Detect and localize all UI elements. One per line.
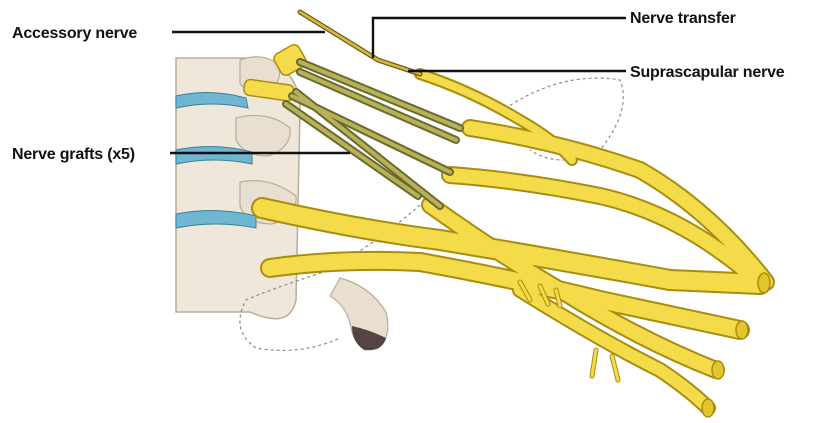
label-nerve-transfer: Nerve transfer [373, 10, 736, 58]
label-accessory-nerve: Accessory nerve [12, 25, 325, 42]
nerve-transfer-leader [373, 18, 626, 58]
accessory-nerve-strand [300, 12, 420, 74]
nerve-transfer-label: Nerve transfer [630, 10, 736, 27]
nerve-grafts-label: Nerve grafts (x5) [12, 146, 135, 163]
first-rib [330, 278, 388, 350]
accessory-nerve-label: Accessory nerve [12, 25, 137, 42]
suprascapular-nerve-label: Suprascapular nerve [630, 64, 785, 81]
